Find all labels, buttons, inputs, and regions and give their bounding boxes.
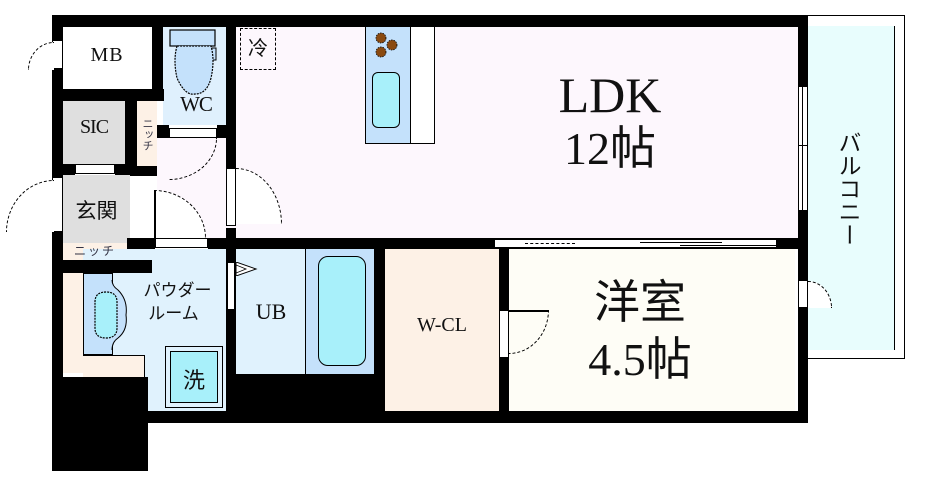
powder-door-line: [154, 190, 156, 238]
vanity-counter: [83, 355, 145, 377]
powder-left-strip: [63, 273, 83, 373]
wall-left-mid: [52, 69, 63, 177]
washer-box: [170, 351, 218, 403]
wall-left-lower: [52, 232, 63, 382]
wall-mb-right: [152, 15, 163, 101]
sliding-partition[interactable]: [495, 239, 776, 248]
wall-wc-bottom-right: [217, 125, 236, 138]
wall-western-top-right: [776, 238, 806, 249]
stove-burners-icon: [375, 32, 398, 58]
ldk-size-label: 12帖: [564, 123, 656, 174]
mb-label: MB: [90, 44, 124, 66]
fridge-space: [240, 28, 276, 70]
ldk-window-meeting: [798, 145, 808, 146]
sic-room: [63, 101, 125, 164]
washer-label: 洗: [182, 368, 205, 393]
sic-door-leaf[interactable]: [75, 164, 115, 174]
bathtub-icon: [318, 256, 366, 366]
wall-ub-wcl: [374, 249, 385, 423]
balcony-label: バルコニー: [834, 130, 860, 246]
balcony-door-leaf[interactable]: [798, 280, 808, 308]
sliding-partition-line: [640, 242, 722, 243]
niche-top: [137, 100, 157, 168]
wall-genkan-bottom: [52, 260, 152, 273]
kitchen-sink-icon: [372, 72, 400, 128]
sliding-partition-line2: [680, 245, 776, 246]
wcl-door-top-line: [509, 310, 549, 312]
wcl-door-leaf[interactable]: [499, 310, 509, 358]
wall-left-upper: [52, 15, 63, 42]
wall-ldk-left-a: [226, 228, 236, 249]
wall-top: [52, 15, 808, 27]
ldk-door-leaf[interactable]: [226, 168, 236, 226]
mb-door-swing[interactable]: [28, 42, 54, 70]
wall-wc-bottom: [157, 125, 169, 138]
fridge-label: 冷: [248, 38, 268, 60]
ub-folding-door-icon: [236, 262, 258, 276]
ub-door-leaf[interactable]: [227, 262, 235, 310]
walk-in-closet-room: [385, 249, 499, 411]
entrance-door-swing[interactable]: [6, 180, 54, 232]
western-room: [509, 249, 795, 411]
washbasin-icon: [94, 280, 127, 350]
wall-right-upper: [798, 15, 808, 87]
wall-sic-bottom-b: [115, 164, 137, 175]
wall-bottom-left-block: [52, 377, 148, 471]
powder-room-label-line2: ルーム: [148, 304, 199, 324]
niche-bottom-label: ニッチ: [73, 244, 116, 258]
wall-sic-right: [125, 101, 137, 175]
western-room-size-label: 4.5帖: [588, 334, 692, 385]
meter-box-room: [62, 27, 152, 89]
ldk-balcony-window[interactable]: [798, 87, 808, 210]
sic-label: SIC: [79, 116, 109, 138]
ldk-window-mullion: [802, 87, 803, 210]
wall-right-lower: [798, 308, 808, 423]
wc-door-leaf[interactable]: [169, 128, 217, 138]
powder-door-leaf[interactable]: [155, 238, 208, 248]
toilet-icon: [169, 29, 217, 95]
walk-in-closet-label: W-CL: [417, 314, 467, 336]
wall-wcl-western-b: [499, 358, 509, 423]
western-room-label: 洋室: [594, 277, 686, 328]
wall-wcl-western-a: [499, 249, 509, 310]
ldk-floor: [232, 26, 800, 242]
wall-ub-bottom: [226, 374, 385, 423]
ldk-label: LDK: [558, 67, 662, 123]
wc-label: WC: [180, 92, 213, 116]
wall-niche-right: [130, 166, 157, 176]
wall-wc-right: [226, 15, 236, 168]
genkan-label: 玄関: [75, 199, 118, 223]
wall-mb-bottom: [52, 89, 164, 101]
wall-hall-bottom-a: [127, 238, 155, 249]
sliding-partition-dash: [525, 243, 575, 244]
unit-bath-label: UB: [255, 299, 287, 324]
wall-powder-ub: [226, 249, 236, 423]
powder-room-label-line1: パウダー: [143, 281, 212, 301]
niche-top-label: ニッチ: [141, 117, 153, 151]
wall-sic-bottom-a: [52, 164, 75, 175]
genkan-room: [63, 175, 130, 243]
